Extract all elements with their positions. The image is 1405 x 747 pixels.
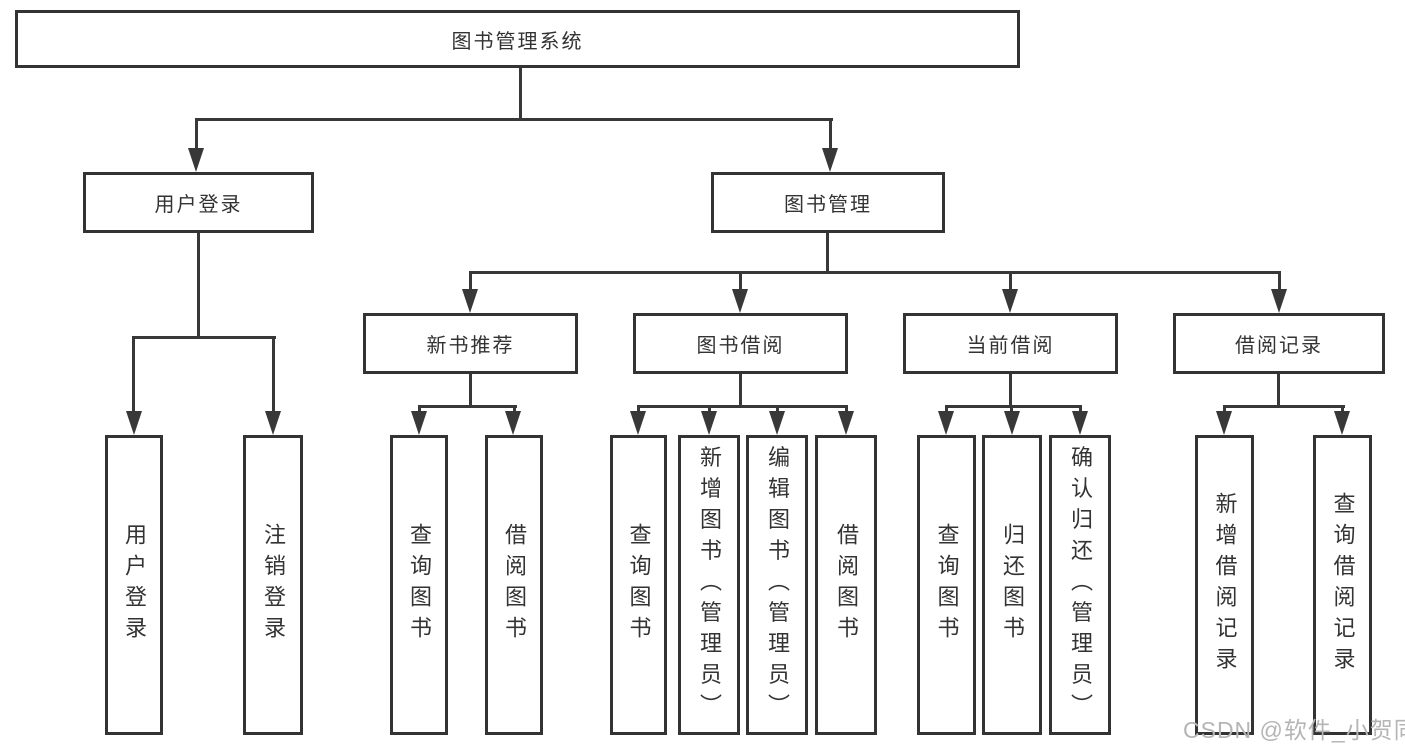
connector-userlogin-drop-2 [272, 336, 275, 413]
leaf-current-confirm: 确认归还（管理员） [1049, 435, 1111, 735]
arrow-down-icon [769, 411, 785, 435]
node-borrow-records: 借阅记录 [1173, 313, 1385, 374]
arrow-down-icon [630, 411, 646, 435]
connector-borrowrecords-drop-1 [1223, 405, 1226, 415]
node-user-login: 用户登录 [83, 172, 314, 233]
connector-currentborrow-drop-1 [945, 405, 948, 415]
node-root: 图书管理系统 [15, 10, 1020, 68]
connector-newbooks-stem [469, 374, 472, 407]
leaf-borrow-add: 新增图书（管理员） [678, 435, 740, 735]
leaf-newbooks-borrow: 借阅图书 [485, 435, 543, 735]
arrow-down-icon [126, 411, 142, 435]
connector-currentborrow-bar [945, 405, 1082, 408]
arrow-down-icon [1004, 411, 1020, 435]
connector-root-drop-left [195, 118, 198, 152]
node-current-borrow-label: 当前借阅 [966, 335, 1055, 357]
connector-root-drop-right [829, 118, 832, 152]
connector-borrowrecords-stem [1277, 374, 1280, 407]
arrow-down-icon [411, 411, 427, 435]
connector-bookmgmt-stem [826, 233, 829, 273]
connector-newbooks-drop-2 [513, 405, 516, 415]
leaf-records-add-label: 新增借阅记录 [1212, 492, 1238, 678]
leaf-borrow-borrow-label: 借阅图书 [834, 523, 859, 647]
leaf-borrow-edit-label: 编辑图书（管理员） [765, 445, 790, 725]
node-book-mgmt-label: 图书管理 [784, 194, 872, 216]
arrow-down-icon [265, 411, 281, 435]
leaf-records-query: 查询借阅记录 [1313, 435, 1372, 735]
leaf-logout-label: 注销登录 [261, 523, 286, 647]
arrow-down-icon [462, 289, 478, 313]
leaf-newbooks-query: 查询图书 [390, 435, 448, 735]
node-root-label: 图书管理系统 [451, 30, 584, 53]
csdn-watermark: CSDN @软件_小贺同学 [1183, 717, 1405, 743]
arrow-down-icon [938, 411, 954, 435]
node-borrow-records-label: 借阅记录 [1235, 335, 1323, 357]
connector-bookborrow-drop-4 [845, 405, 848, 415]
connector-borrowrecords-drop-2 [1341, 405, 1344, 415]
leaf-records-query-label: 查询借阅记录 [1330, 492, 1356, 678]
leaf-current-return: 归还图书 [982, 435, 1042, 735]
connector-newbooks-bar [418, 405, 517, 408]
leaf-logout: 注销登录 [243, 435, 303, 735]
connector-borrowrecords-bar [1223, 405, 1345, 408]
leaf-borrow-add-label: 新增图书（管理员） [697, 445, 722, 725]
leaf-borrow-borrow: 借阅图书 [815, 435, 877, 735]
connector-bookborrow-stem [739, 374, 742, 407]
arrow-down-icon [701, 411, 717, 435]
connector-root-bar [195, 118, 833, 121]
connector-bookmgmt-drop-4 [1278, 271, 1281, 293]
connector-bookborrow-drop-2 [708, 405, 711, 415]
leaf-newbooks-query-label: 查询图书 [407, 523, 432, 647]
node-user-login-label: 用户登录 [154, 194, 243, 216]
connector-currentborrow-drop-2 [1010, 405, 1013, 415]
arrow-down-icon [1002, 289, 1018, 313]
connector-bookmgmt-drop-1 [469, 271, 472, 293]
node-new-books-label: 新书推荐 [426, 335, 515, 357]
connector-bookmgmt-bar [469, 271, 1281, 274]
arrow-down-icon [822, 148, 838, 172]
connector-userlogin-drop-1 [132, 336, 135, 413]
arrow-down-icon [188, 148, 204, 172]
leaf-newbooks-borrow-label: 借阅图书 [502, 523, 527, 647]
leaf-borrow-edit: 编辑图书（管理员） [746, 435, 808, 735]
leaf-borrow-query: 查询图书 [610, 435, 667, 735]
connector-bookmgmt-drop-2 [739, 271, 742, 293]
connector-bookmgmt-drop-3 [1009, 271, 1012, 293]
arrow-down-icon [1072, 411, 1088, 435]
arrow-down-icon [838, 411, 854, 435]
node-book-borrow: 图书借阅 [633, 313, 848, 374]
connector-userlogin-bar [132, 336, 276, 339]
connector-bookborrow-drop-1 [637, 405, 640, 415]
connector-newbooks-drop-1 [418, 405, 421, 415]
node-book-borrow-label: 图书借阅 [696, 335, 785, 357]
node-current-borrow: 当前借阅 [903, 313, 1118, 374]
arrow-down-icon [1271, 289, 1287, 313]
connector-root-stem [519, 68, 522, 120]
leaf-records-add: 新增借阅记录 [1195, 435, 1254, 735]
connector-bookborrow-drop-3 [776, 405, 779, 415]
leaf-user-login: 用户登录 [105, 435, 163, 735]
connector-userlogin-stem [197, 233, 200, 338]
node-book-mgmt: 图书管理 [711, 172, 945, 233]
connector-currentborrow-stem [1009, 374, 1012, 407]
connector-bookborrow-bar [637, 405, 848, 408]
arrow-down-icon [505, 411, 521, 435]
leaf-borrow-query-label: 查询图书 [626, 523, 652, 647]
connector-currentborrow-drop-3 [1079, 405, 1082, 415]
leaf-user-login-label: 用户登录 [122, 523, 147, 647]
leaf-current-query: 查询图书 [917, 435, 976, 735]
arrow-down-icon [732, 289, 748, 313]
arrow-down-icon [1216, 411, 1232, 435]
leaf-current-confirm-label: 确认归还（管理员） [1068, 445, 1093, 725]
leaf-current-return-label: 归还图书 [1000, 523, 1025, 647]
arrow-down-icon [1334, 411, 1350, 435]
node-new-books: 新书推荐 [363, 313, 578, 374]
leaf-current-query-label: 查询图书 [934, 523, 960, 647]
